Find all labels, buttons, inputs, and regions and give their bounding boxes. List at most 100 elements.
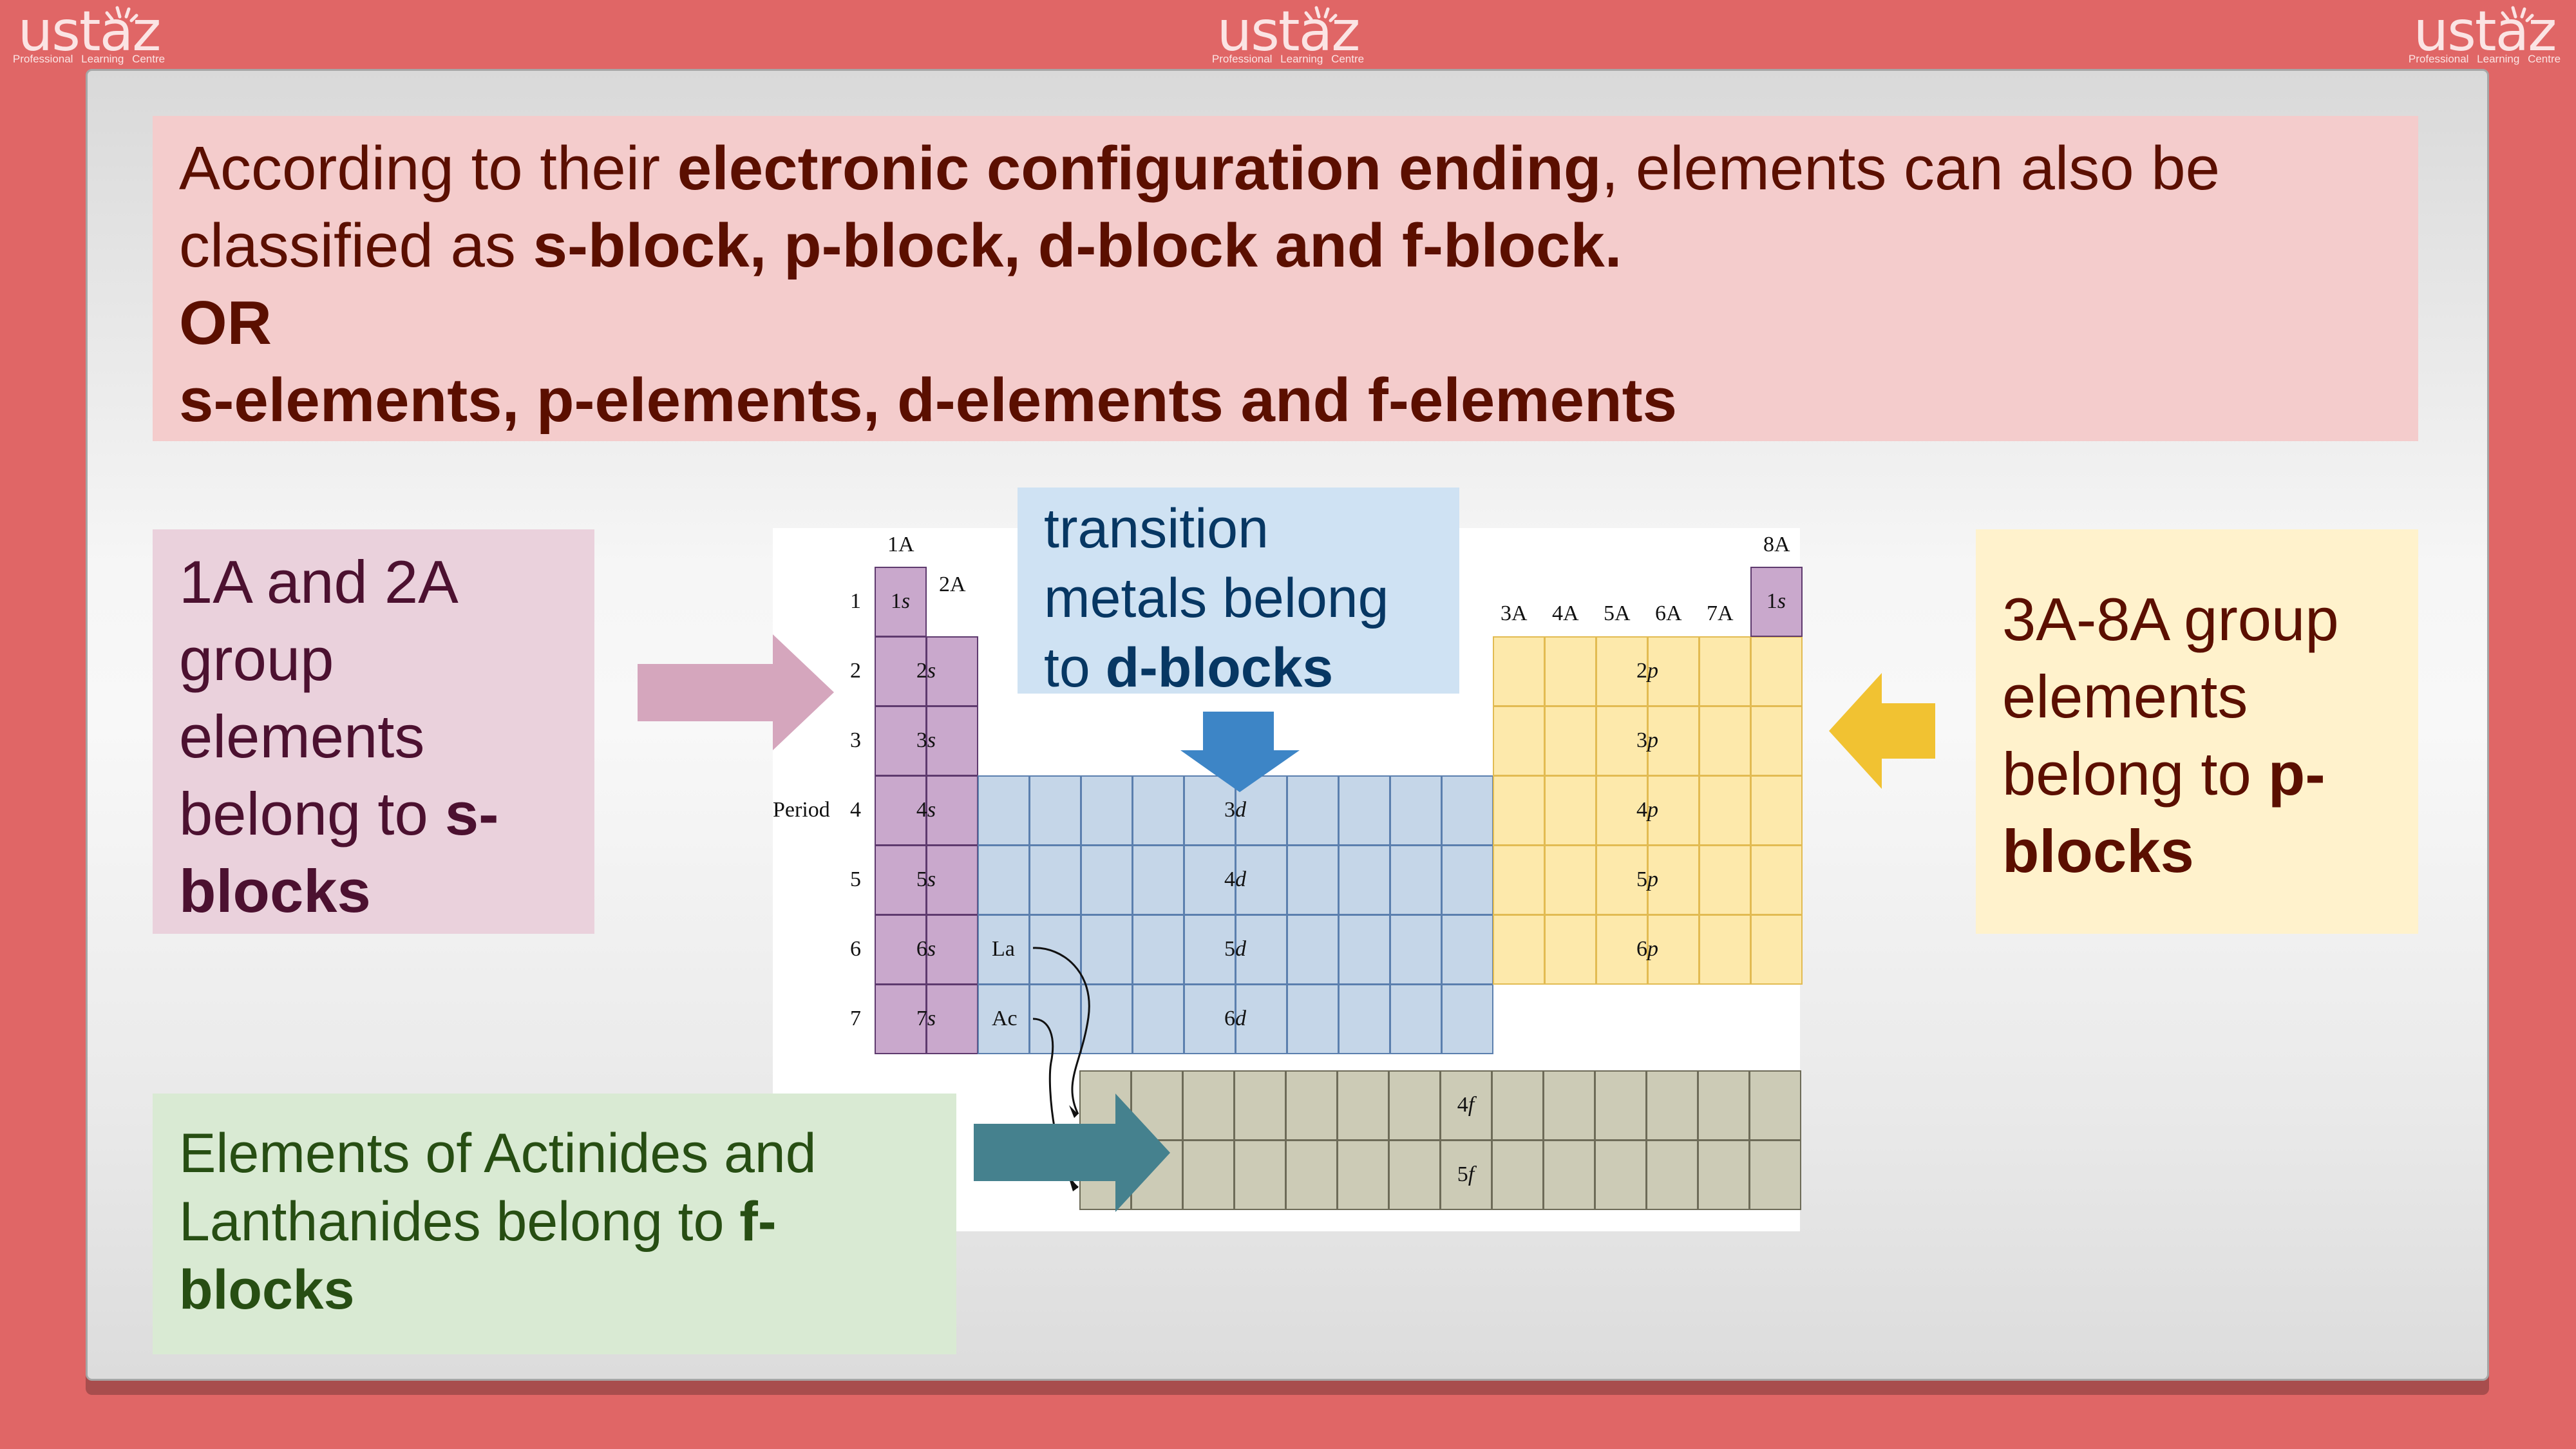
d-orbital-label: 3d bbox=[1224, 798, 1246, 822]
logo-word: ustaz bbox=[1217, 0, 1361, 64]
d-orbital-label: 5d bbox=[1224, 937, 1246, 961]
logo-tagline: Professional Learning Centre bbox=[1211, 53, 1365, 65]
p-orbital-label: 6p bbox=[1636, 937, 1658, 961]
intro-line-1: According to their electronic configurat… bbox=[179, 134, 2221, 203]
logo-word: ustaz bbox=[17, 0, 162, 64]
p-block-cell bbox=[1596, 775, 1648, 846]
p-block-arrow-left-icon bbox=[1829, 673, 1935, 789]
period-number: 2 bbox=[850, 659, 861, 683]
sparkle-icon bbox=[105, 6, 138, 23]
intro-line-2: classified as s-block, p-block, d-block … bbox=[179, 211, 1622, 280]
f-block-cell bbox=[1595, 1070, 1647, 1141]
actinium-label: Ac bbox=[992, 1007, 1018, 1030]
ustaz-logo-right: ustaz Professional Learning Centre bbox=[2401, 4, 2568, 66]
d-orbital-label: 4d bbox=[1224, 867, 1246, 891]
s-block-note: 1A and 2A group elements belong to s-blo… bbox=[153, 529, 594, 934]
p-block-cell bbox=[1750, 706, 1803, 776]
f-block-note: Elements of Actinides and Lanthanides be… bbox=[153, 1094, 956, 1354]
period-number: 6 bbox=[850, 937, 861, 961]
s-orbital-label: 4s bbox=[916, 798, 936, 822]
p-block-cell bbox=[1750, 775, 1803, 846]
logo-tagline: Professional Learning Centre bbox=[12, 53, 166, 65]
p-block-cell bbox=[1647, 775, 1700, 846]
intro-line-4: s-elements, p-elements, d-elements and f… bbox=[179, 366, 1678, 435]
d-block-cell bbox=[1441, 984, 1493, 1054]
s-block-cell bbox=[875, 984, 927, 1054]
p-block-cell bbox=[1544, 914, 1596, 985]
f-block-cell bbox=[1646, 1140, 1698, 1210]
f-block-cell bbox=[1492, 1070, 1544, 1141]
f-block-arrow-right-icon bbox=[974, 1094, 1170, 1212]
f-orbital-label: 4f bbox=[1457, 1093, 1475, 1117]
p-orbital-label: 2p bbox=[1636, 659, 1658, 683]
d-block-cell bbox=[978, 775, 1030, 846]
group-label-g8: 8A bbox=[1763, 533, 1790, 556]
he-s-block-cell bbox=[1750, 567, 1803, 637]
d-block-cell bbox=[1390, 845, 1442, 915]
f-orbital-label: 5f bbox=[1457, 1162, 1475, 1186]
group-label-g6: 6A bbox=[1655, 601, 1682, 625]
p-block-cell bbox=[1699, 775, 1751, 846]
d-block-cell bbox=[1287, 984, 1339, 1054]
p-block-cell bbox=[1699, 914, 1751, 985]
p-block-note: 3A-8A group elements belong to p-blocks bbox=[1976, 529, 2418, 934]
ustaz-logo-center: ustaz Professional Learning Centre bbox=[1204, 4, 1372, 66]
he-orbital-label: 1s bbox=[1766, 589, 1786, 613]
p-block-cell bbox=[1596, 914, 1648, 985]
lanthanum-label: La bbox=[992, 937, 1015, 961]
d-block-cell bbox=[1029, 775, 1081, 846]
group-label-g7: 7A bbox=[1707, 601, 1734, 625]
group-label-g2: 2A bbox=[939, 573, 966, 596]
sparkle-icon bbox=[2501, 6, 2534, 23]
group-label-g3: 3A bbox=[1501, 601, 1528, 625]
p-block-cell bbox=[1647, 706, 1700, 776]
p-block-cell bbox=[1544, 706, 1596, 776]
p-block-cell bbox=[1750, 914, 1803, 985]
d-block-cell bbox=[1235, 984, 1287, 1054]
s-block-cell bbox=[926, 914, 978, 985]
d-block-arrow-down-icon bbox=[1180, 712, 1300, 792]
period-number: 5 bbox=[850, 867, 861, 891]
p-orbital-label: 4p bbox=[1636, 798, 1658, 822]
group-label-g4: 4A bbox=[1552, 601, 1579, 625]
f-block-cell bbox=[1182, 1140, 1235, 1210]
group-label-g5: 5A bbox=[1604, 601, 1631, 625]
d-block-note: transition metals belong to d-blocks bbox=[1018, 488, 1459, 699]
intro-line-3: OR bbox=[179, 289, 272, 357]
f-block-cell bbox=[1285, 1140, 1338, 1210]
logo-word: ustaz bbox=[2413, 0, 2557, 64]
sparkle-icon bbox=[1304, 6, 1338, 23]
d-orbital-label: 6d bbox=[1224, 1007, 1246, 1030]
d-block-cell bbox=[1338, 984, 1390, 1054]
f-block-cell bbox=[1440, 1070, 1492, 1141]
d-block-cell bbox=[1184, 775, 1236, 846]
period-number: 1 bbox=[850, 589, 861, 613]
s-block-cell bbox=[926, 706, 978, 776]
p-orbital-label: 3p bbox=[1636, 728, 1658, 752]
d-block-cell bbox=[1338, 845, 1390, 915]
s-orbital-label: 5s bbox=[916, 867, 936, 891]
p-block-cell bbox=[1493, 914, 1545, 985]
d-block-cell bbox=[1441, 914, 1493, 985]
d-block-cell bbox=[1390, 775, 1442, 846]
s-orbital-label: 6s bbox=[916, 937, 936, 961]
period-number: 3 bbox=[850, 728, 861, 752]
logo-tagline: Professional Learning Centre bbox=[2408, 53, 2561, 65]
f-block-cell bbox=[1388, 1070, 1441, 1141]
s-orbital-label: 1s bbox=[890, 589, 911, 613]
p-block-cell bbox=[1544, 845, 1596, 915]
s-block-arrow-right-icon bbox=[638, 634, 834, 750]
f-block-cell bbox=[1337, 1070, 1389, 1141]
s-orbital-label: 2s bbox=[916, 659, 936, 683]
f-block-cell bbox=[1749, 1070, 1801, 1141]
d-block-cell bbox=[1081, 845, 1133, 915]
f-block-cell bbox=[1595, 1140, 1647, 1210]
f-block-cell bbox=[1646, 1070, 1698, 1141]
period-label: Period bbox=[773, 798, 830, 822]
s-block-cell bbox=[926, 845, 978, 915]
p-orbital-label: 5p bbox=[1636, 867, 1658, 891]
period-number: 7 bbox=[850, 1007, 861, 1030]
f-block-cell bbox=[1698, 1140, 1750, 1210]
group-label-g1: 1A bbox=[887, 533, 914, 556]
period-number: 4 bbox=[850, 798, 861, 822]
